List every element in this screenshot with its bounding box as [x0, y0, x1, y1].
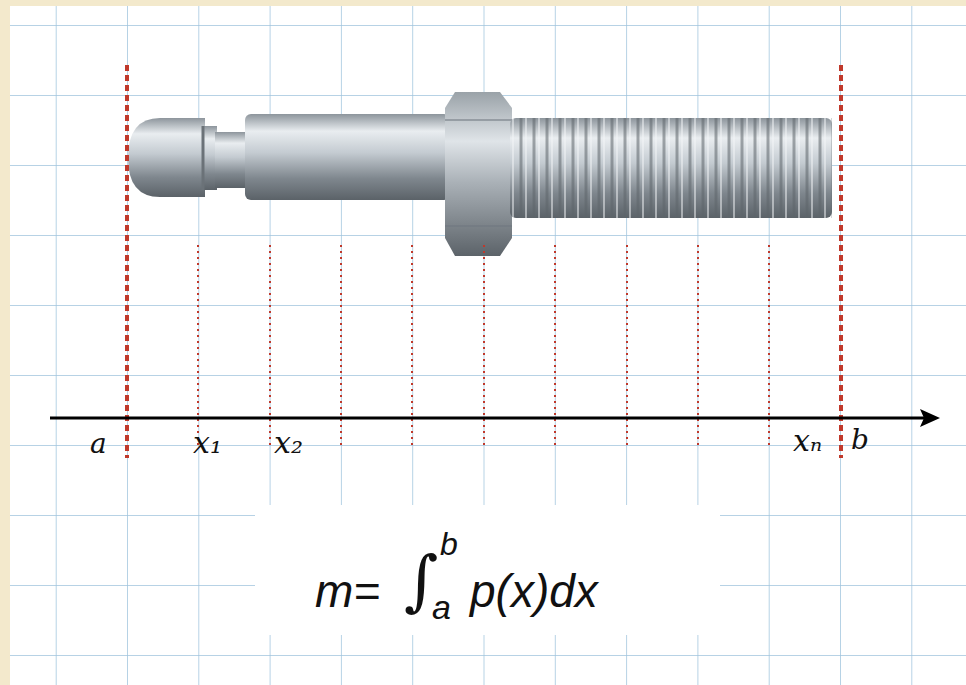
axis-point-label: xₙ [793, 426, 822, 456]
axis-point-label: a [90, 430, 107, 458]
integral-limit: b [440, 528, 458, 560]
integral-limit: a [432, 590, 451, 624]
axis-point-label: b [851, 426, 869, 454]
axis-point-label: x₁ [193, 428, 222, 458]
axis-point-label: x₂ [274, 428, 303, 458]
formula-text: p(x)dx [470, 568, 598, 614]
formula-text: m= [315, 568, 380, 614]
